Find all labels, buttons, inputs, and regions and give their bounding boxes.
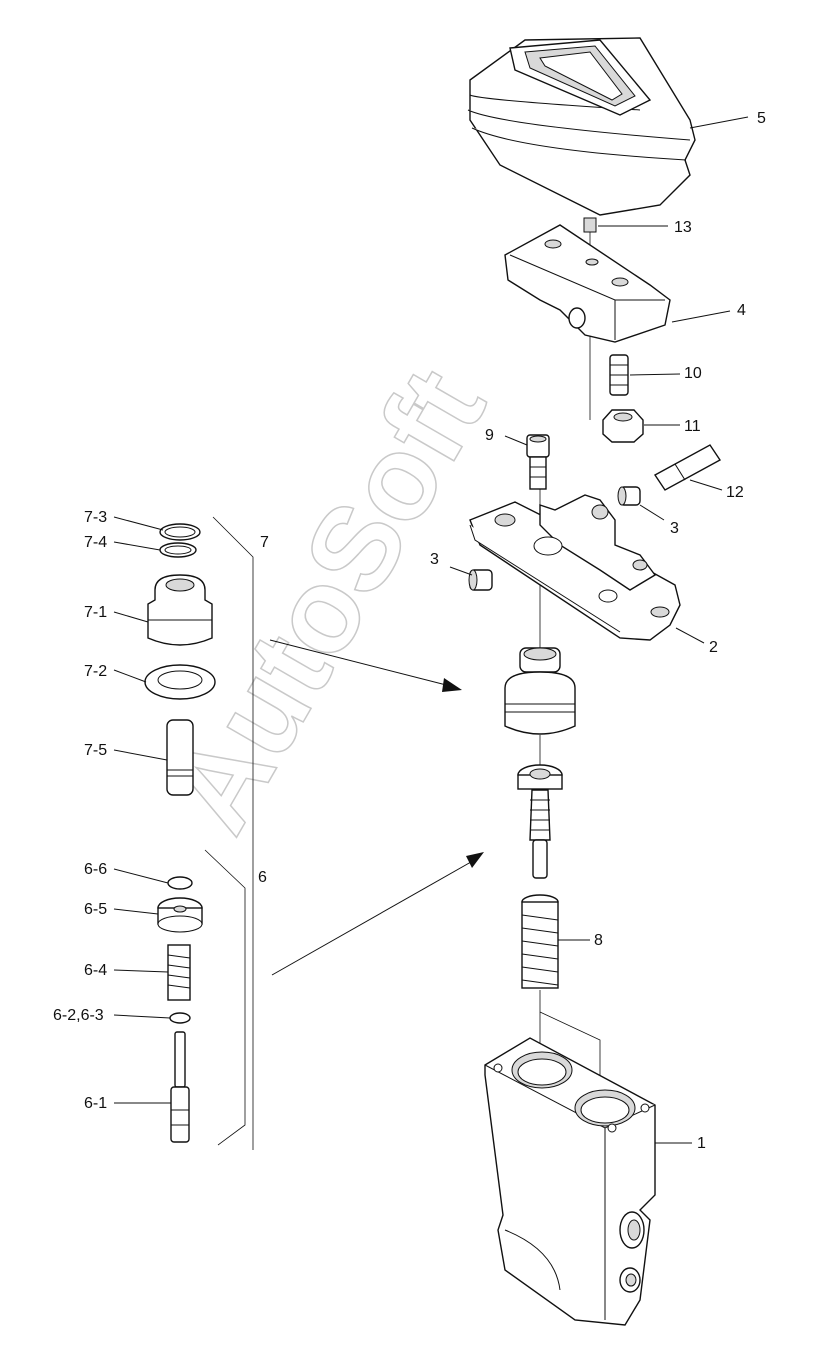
exploded-7-4-ring (159, 542, 197, 558)
callout-7-3: 7-3 (84, 509, 107, 526)
callout-4: 4 (737, 302, 746, 319)
leader-7-1 (113, 611, 149, 623)
leader-6-4 (113, 969, 169, 973)
leader-10 (629, 373, 681, 376)
part-3-bushing-right (617, 486, 641, 506)
callout-6-1: 6-1 (84, 1095, 107, 1112)
leader-4 (671, 310, 731, 323)
exploded-7-2-washer (144, 664, 216, 700)
group-bracket-7 (212, 516, 254, 1150)
leader-7-5 (113, 749, 168, 761)
callout-6: 6 (258, 869, 267, 886)
callout-7: 7 (260, 534, 269, 551)
callout-6-6: 6-6 (84, 861, 107, 878)
group-bracket-6 (204, 849, 246, 1146)
exploded-7-1-seat (147, 574, 213, 646)
arrow-head-7 (442, 678, 462, 692)
leader-7-3 (113, 516, 164, 531)
callout-11: 11 (684, 418, 701, 435)
callout-6-5: 6-5 (84, 901, 107, 918)
exploded-7-5-sleeve (166, 719, 194, 796)
part-9-capscrew (526, 434, 550, 490)
leader-2 (675, 627, 705, 644)
part-2-base-plate (469, 494, 681, 641)
part-1-valve-body (484, 1037, 656, 1326)
part-7-piston-assembly (504, 647, 576, 735)
arrow-group-7 (269, 639, 459, 689)
part-13-setscrew (583, 217, 597, 233)
callout-8: 8 (594, 932, 603, 949)
callout-10: 10 (684, 365, 702, 382)
arrow-head-6 (466, 852, 484, 868)
callout-7-2: 7-2 (84, 663, 107, 680)
leader-3a (639, 504, 665, 521)
part-4-bracket (504, 224, 671, 343)
callout-7-4: 7-4 (84, 534, 107, 551)
callout-5: 5 (757, 110, 766, 127)
part-6-plunger-assembly (517, 764, 563, 879)
leader-6-5 (113, 908, 159, 915)
part-10-stud (609, 354, 629, 396)
arrow-group-6 (271, 857, 479, 976)
exploded-7-3-ring (159, 523, 201, 541)
leader-5 (689, 116, 749, 129)
callout-12: 12 (726, 484, 744, 501)
exploded-6-5-retainer (157, 897, 203, 933)
exploded-6-1-spool (170, 1031, 190, 1143)
exploded-6-6-clip (167, 876, 193, 890)
leader-6-2-6-3 (113, 1014, 171, 1019)
callout-7-5: 7-5 (84, 742, 107, 759)
leader-3b (449, 566, 473, 576)
exploded-6-2-washer (169, 1012, 191, 1024)
part-12-pin (653, 444, 722, 491)
leader-6-6 (113, 868, 169, 884)
callout-2: 2 (709, 639, 718, 656)
part-3-bushing-left (468, 569, 493, 591)
leader-12 (689, 479, 723, 491)
callout-1: 1 (697, 1135, 706, 1152)
leader-7-2 (113, 669, 147, 683)
callout-6-4: 6-4 (84, 962, 107, 979)
callout-3-right: 3 (670, 520, 679, 537)
leader-9 (504, 435, 528, 446)
part-8-spring (521, 894, 559, 989)
leader-7-4 (113, 541, 161, 551)
part-5-boot (467, 37, 696, 216)
callout-3-left: 3 (430, 551, 439, 568)
callout-6-2-6-3: 6-2,6-3 (53, 1007, 104, 1024)
exploded-6-4-spring (167, 944, 191, 1001)
callout-13: 13 (674, 219, 692, 236)
part-11-nut (602, 409, 644, 443)
callout-7-1: 7-1 (84, 604, 107, 621)
callout-9: 9 (485, 427, 494, 444)
